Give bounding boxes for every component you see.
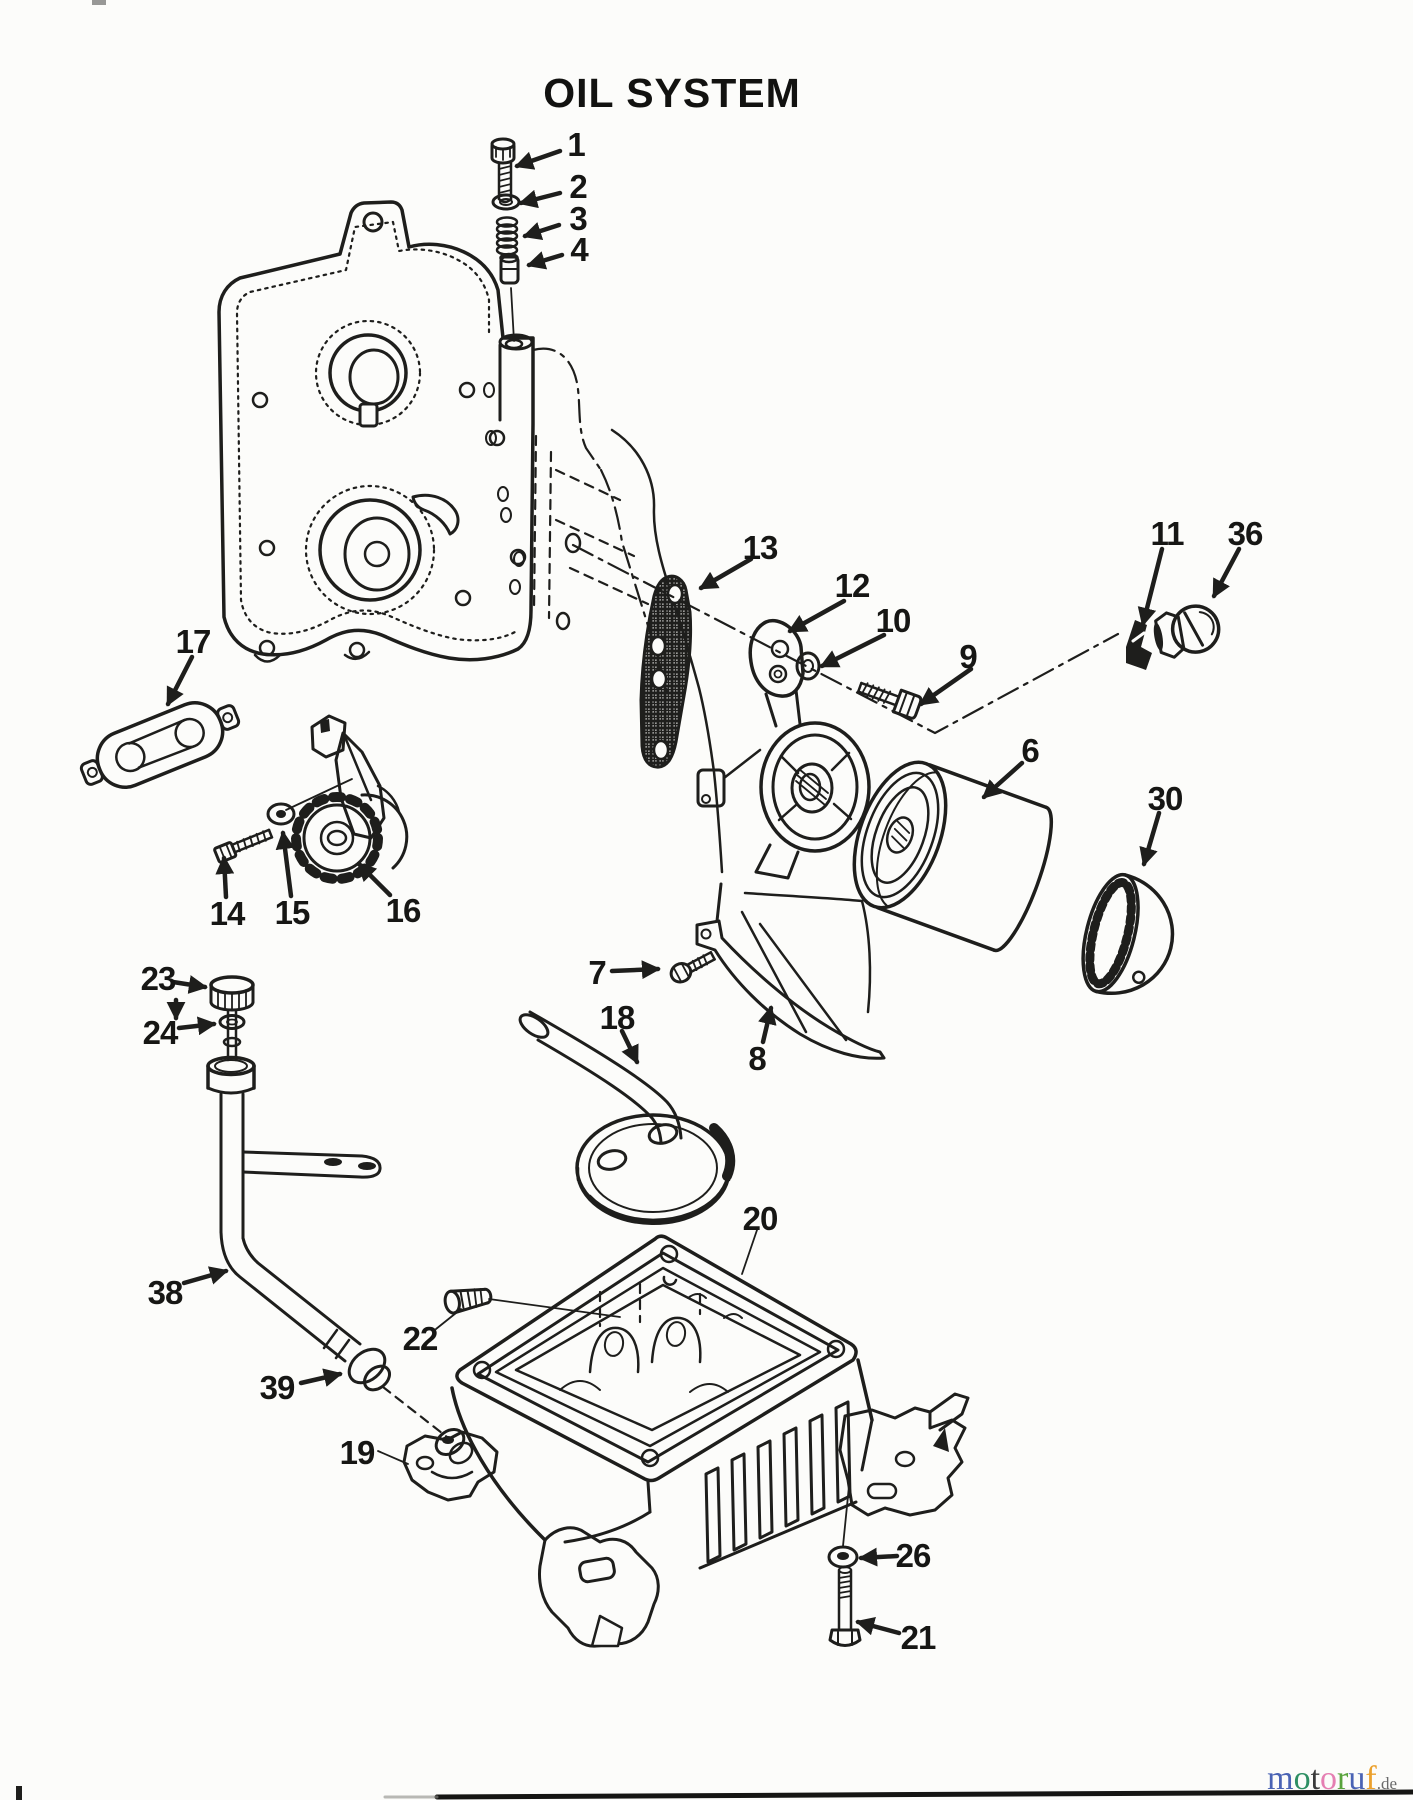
wm-letter: f: [1365, 1760, 1377, 1797]
oil-pump-assembly: [213, 714, 409, 884]
part-label-8: 8: [748, 1040, 766, 1077]
part-label-11: 11: [1151, 515, 1185, 552]
wm-letter: o: [1320, 1760, 1337, 1797]
part-label-10: 10: [876, 602, 911, 639]
part-label-39: 39: [260, 1369, 295, 1406]
wm-letter: r: [1337, 1760, 1349, 1797]
wm-letter: t: [1311, 1760, 1321, 1797]
watermark-motoruf: motoruf.de: [1267, 1760, 1397, 1797]
part-label-9: 9: [959, 638, 977, 675]
oil-line-fitting: [1126, 620, 1152, 670]
wm-suffix: .de: [1377, 1774, 1397, 1793]
part-label-38: 38: [148, 1274, 183, 1311]
part-label-13: 13: [743, 529, 778, 566]
part-label-3: 3: [569, 200, 587, 237]
oil-pressure-switch: [1153, 604, 1221, 659]
oil-filter: [852, 760, 1054, 953]
filter-support-bracket: [669, 882, 886, 1060]
part-label-16: 16: [386, 892, 421, 929]
part-label-15: 15: [275, 894, 310, 931]
wm-letter: m: [1267, 1760, 1293, 1797]
part-label-26: 26: [896, 1537, 931, 1574]
relief-valve-parts: [490, 137, 521, 342]
oil-pan-assembly: [402, 1234, 970, 1648]
part-label-14: 14: [210, 895, 246, 932]
gear-cover-drawing: [217, 200, 535, 663]
part-label-7: 7: [588, 954, 605, 991]
part-label-17: 17: [176, 623, 211, 660]
oil-pickup-screen: [518, 1010, 736, 1225]
part-label-6: 6: [1021, 732, 1039, 769]
filter-adapter-gasket: [639, 574, 693, 769]
part-label-19: 19: [340, 1434, 375, 1471]
part-label-24: 24: [143, 1014, 179, 1051]
part-label-22: 22: [403, 1320, 438, 1357]
part-label-21: 21: [901, 1619, 936, 1656]
cover-gasket: [79, 701, 241, 789]
part-label-2: 2: [569, 168, 587, 205]
part-label-12: 12: [835, 567, 870, 604]
dipstick-assembly: [206, 975, 449, 1439]
filter-end-cap: [1081, 872, 1175, 995]
oil-filter-adapter: [696, 618, 923, 880]
part-label-20: 20: [743, 1200, 778, 1237]
part-label-4: 4: [570, 231, 589, 268]
page-title: OIL SYSTEM: [543, 70, 801, 116]
wm-letter: o: [1294, 1760, 1311, 1797]
adapter-bolt: [857, 681, 923, 720]
part-label-30: 30: [1148, 780, 1183, 817]
scan-artifacts: [16, 0, 1413, 1800]
callout-arrows: [165, 148, 1242, 1636]
part-label-23: 23: [141, 960, 176, 997]
part-label-18: 18: [600, 999, 635, 1036]
assembly-axis-line: [571, 543, 1120, 735]
part-label-36: 36: [1228, 515, 1263, 552]
part-label-1: 1: [567, 126, 585, 163]
wm-letter: u: [1348, 1760, 1365, 1797]
